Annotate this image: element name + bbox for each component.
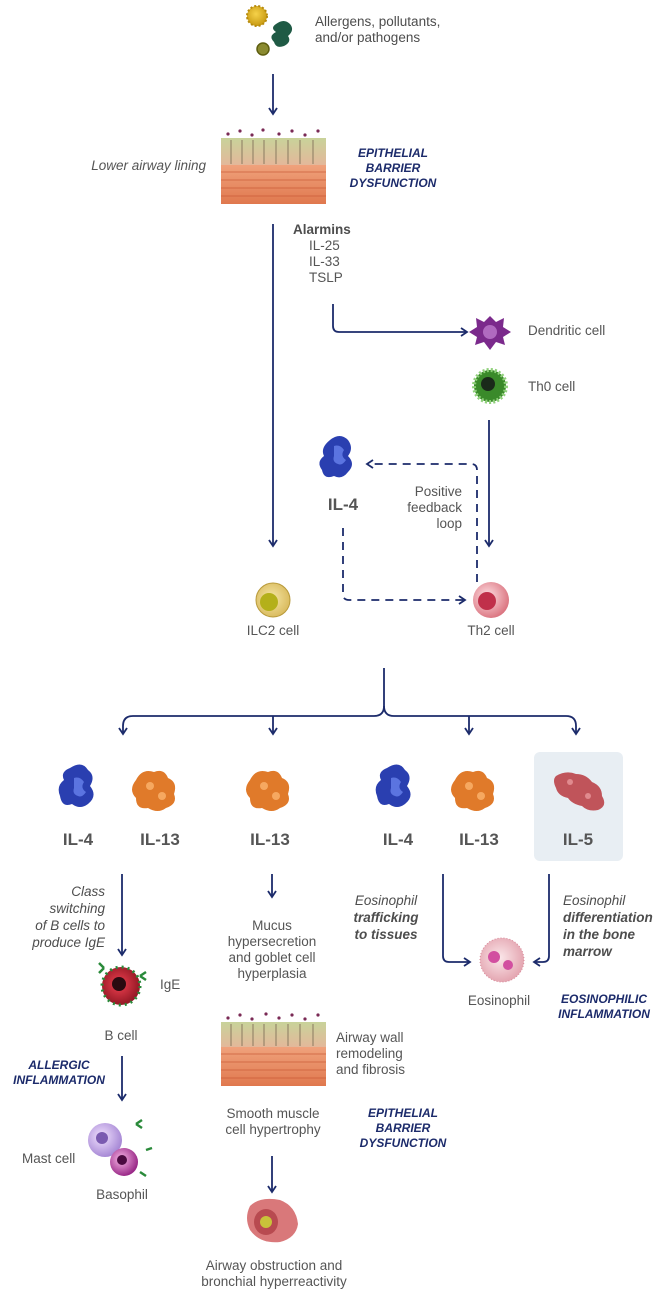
obstruction-label: Airway obstruction and bronchial hyperre… [201, 1258, 347, 1289]
airway-lining-icon-bottom [221, 1012, 326, 1086]
il4-protein-icon-b [375, 764, 411, 807]
th2-cell-label: Th2 cell [467, 623, 515, 638]
th2-cell-icon [473, 582, 509, 618]
dendritic-cell-icon [469, 316, 511, 350]
obstructed-airway-icon [247, 1198, 298, 1243]
il13-protein-icon-b [246, 770, 290, 811]
alarmin-item: IL-33 [309, 254, 340, 269]
il4-loop-label: IL-4 [327, 495, 359, 514]
mucus-label: Mucus hypersecretion and goblet cell hyp… [227, 918, 317, 981]
ilc2-cell-icon [255, 582, 291, 618]
b-cell-icon [98, 962, 147, 1007]
airway-lining-icon-top [221, 128, 326, 204]
eosinophil-trafficking-line1: Eosinophil [354, 893, 418, 908]
allergen-pathogen-icon [256, 42, 270, 56]
b-cell-label: B cell [104, 1028, 138, 1043]
il5-highlight-box [534, 752, 623, 861]
ige-label: IgE [160, 977, 181, 992]
epithelial-barrier-dysfunction-bottom: EPITHELIAL BARRIER DYSFUNCTION [359, 1106, 447, 1150]
bracket-merge [383, 668, 581, 736]
ilc2-cell-label: ILC2 cell [246, 623, 300, 638]
smooth-muscle-label: Smooth muscle cell hypertrophy [225, 1106, 321, 1137]
il13-protein-icon-c [451, 770, 495, 811]
il13-protein-icon-a [132, 770, 176, 811]
il4-label-b: IL-4 [382, 830, 414, 849]
allergic-inflammation-label: ALLERGIC INFLAMMATION [13, 1058, 105, 1087]
allergen-pollen-icon [246, 5, 268, 27]
eosinophil-trafficking-line2: trafficking to tissues [353, 910, 419, 942]
eosinophil-differentiation-label: Eosinophil differentiation in the bone m… [563, 892, 653, 960]
alarmins-block: Alarmins IL-25 IL-33 TSLP [293, 222, 351, 286]
il5-protein-icon [554, 772, 605, 811]
alarmins-title: Alarmins [293, 222, 351, 237]
alarmin-item: IL-25 [309, 238, 340, 253]
lining-label: Lower airway lining [91, 158, 206, 173]
il5-label: IL-5 [562, 830, 594, 849]
eosinophilic-inflammation-label: EOSINOPHILIC INFLAMMATION [558, 992, 650, 1021]
eosinophil-differentiation-line1: Eosinophil [563, 893, 626, 908]
il4-protein-icon-loop [319, 436, 352, 478]
eosinophil-differentiation-line2: differentiation in the bone marrow [563, 910, 653, 959]
basophil-label: Basophil [96, 1187, 148, 1202]
eosinophil-icon [479, 937, 525, 983]
il13-label-c: IL-13 [459, 830, 499, 849]
epithelial-barrier-dysfunction-top: EPITHELIAL BARRIER DYSFUNCTION [349, 146, 437, 190]
arrow-il5-to-eosinophil [532, 874, 550, 967]
mast-cell-icon [88, 1123, 122, 1157]
airway-wall-label: Airway wall remodeling and fibrosis [336, 1030, 406, 1077]
alarmin-item: TSLP [309, 270, 343, 285]
th0-cell-icon [472, 368, 508, 404]
dendritic-cell-label: Dendritic cell [528, 323, 606, 338]
arrow-feedback-to-il4 [365, 459, 478, 582]
mast-cell-label: Mast cell [22, 1151, 76, 1166]
class-switching-label: Class switching of B cells to produce Ig… [32, 884, 105, 950]
th0-cell-label: Th0 cell [528, 379, 576, 394]
trigger-label: Allergens, pollutants, and/or pathogens [315, 14, 441, 45]
arrow-il4-to-th2 [342, 528, 467, 605]
arrow-il4-to-eosinophil [442, 874, 472, 967]
arrow-alarmins-to-dendritic [332, 304, 469, 337]
positive-feedback-label: Positive feedback loop [407, 484, 462, 531]
basophil-icon [110, 1118, 153, 1178]
il13-label-b: IL-13 [250, 830, 290, 849]
eosinophil-trafficking-label: Eosinophil trafficking to tissues [340, 892, 432, 943]
eosinophil-label: Eosinophil [467, 993, 531, 1008]
il13-label-a: IL-13 [140, 830, 180, 849]
allergen-particle-icon [271, 21, 293, 47]
il4-label-a: IL-4 [62, 830, 94, 849]
il4-protein-icon-a [58, 764, 94, 807]
